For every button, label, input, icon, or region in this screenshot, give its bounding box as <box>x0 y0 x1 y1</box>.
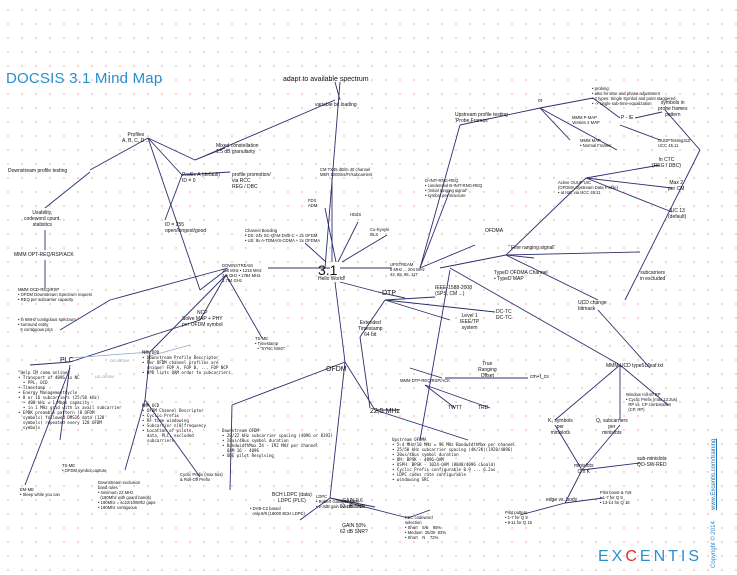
node-level-1: Level 1 IEEE/TP system <box>460 313 480 331</box>
node-ucd-change: UCD change bitmask <box>578 300 607 312</box>
node-upstream-profile-testing: Upstream profile testing 'Probe Frames' <box>455 112 508 124</box>
logo-text-post: ENTIS <box>639 548 703 565</box>
node-ieee-1588: IEEE-1588-2008 (SPS, CM ...) <box>435 285 472 297</box>
node-22-5-mhz: 22,5 MHz <box>370 408 400 415</box>
edge-label-us-ofdm: US-OFDM <box>95 374 114 379</box>
node-symbols-in-probe-frames: symbols in probe frames pattern <box>658 100 688 118</box>
node-ts-me: TS-ME • Timestamp • "SYNC MSG" <box>255 336 286 351</box>
node-ncp: NCP Solve MAP + PHY per OFDM symbol <box>182 310 223 328</box>
node-chirp: Cu-Kyoyle DLS <box>370 227 390 237</box>
node-active-ouup: Active OUUP UIC (OFDMA Upstream Data Pro… <box>558 180 619 195</box>
logo-text-pre: EX <box>598 548 626 565</box>
node-ofdma: OFDMA <box>485 228 504 234</box>
node-ts-me-capture: TS-ME • OFDM symbol capture <box>62 463 107 473</box>
node-adapt: adapt to available spectrum <box>283 76 369 83</box>
node-fdx: FDX ADM <box>308 198 318 208</box>
node-sub-minislots: sub-minislots QO-SW-RED <box>637 456 667 468</box>
node-plc-details: "Help CM come online" • Transport of 409… <box>18 370 122 430</box>
page-title: DOCSIS 3.1 Mind Map <box>6 70 163 87</box>
node-d-init: D-INIT-RNG-REQ • condensed B-INIT-RNG-RE… <box>425 178 483 198</box>
node-in-ctc: In CTC (REG / DBC) <box>652 157 681 169</box>
node-pilot-pattern: Pilot pattern • 1-7 for Q 8 • 8-11 for Q… <box>505 510 532 525</box>
node-gain-50: GAIN 50% 62 dB SNR? <box>340 523 368 535</box>
node-mmm-dpd: MMM DPD • Downstream Profile Descriptor … <box>142 350 231 375</box>
node-bch-ldpc: BCH LDPC (data) LDPC (PLC) <box>272 492 312 504</box>
node-p-ie: P - IE <box>621 115 634 121</box>
node-gain-0-6: GAIN 0.6 53 dB SNR <box>340 498 366 510</box>
node-trd: TRD <box>478 405 489 411</box>
node-ofdm: OFDM <box>326 366 347 373</box>
node-fec-codeword: FEC codeword selection • Short 5/6 85% •… <box>405 515 447 540</box>
node-profile-promotion: profile promotion/ via RCC REG / DBC <box>232 172 271 190</box>
node-mmm-opt: MMM OPT-REQ/RSP/ACK <box>14 252 74 258</box>
node-cyclic-prefix-ds: Cyclic Prefix (max 5us) & Roll-Off Prefi… <box>180 472 223 482</box>
node-dtp: DTP <box>382 290 396 297</box>
node-ds-exclusion: Downstream exclusion band rules • minimu… <box>98 480 156 510</box>
node-subcarriers-in-excluded: subcarriers in excluded <box>640 270 666 282</box>
node-true-ranging: True Ranging Offset <box>478 361 497 379</box>
node-upstream: UPSTREAM 5 MHz ... 204 MHz 42, 65, 85, 1… <box>390 262 425 277</box>
node-probing: • probing: • also for time and phase adj… <box>592 86 676 106</box>
excentis-logo: EXCENTIS <box>598 548 702 566</box>
center-node-subtitle: Hello World! <box>318 276 346 282</box>
node-ofdm-testing: OUDPTesting310 UCC 45.11 <box>658 138 691 148</box>
node-downstream-ofdm: Downstream OFDM • 20/22 kHz subcarrier s… <box>222 428 333 458</box>
copyright-text: Copyright © 2014 <box>711 521 717 568</box>
node-upstream-ofdma: Upstream OFDMA • 5.4 MHz/10 MHz = 96 MHz… <box>392 437 516 482</box>
node-hdds: HDdS <box>350 212 362 217</box>
node-ldpc: LDPC • Robert Gallager 1960 • 2-3dB gain… <box>316 494 365 509</box>
node-profile-a-default: Profile A (default) ID = 0 <box>182 172 221 184</box>
node-mmm-dtp: MMM DTP-REQ/RSP/ACK <box>400 378 451 383</box>
node-bch-details: • DVB-C2 based only 8/9 (16000 BCH LDPC) <box>250 506 305 516</box>
node-mmm-ucd: MMM UCD type51/leaf.txt <box>606 363 664 369</box>
node-downstream-profile-testing: Downstream profile testing <box>8 168 68 174</box>
node-profiles: Profiles A, B, C, D ... <box>122 132 150 144</box>
node-mmm-ocd-channel: MMM OCD • OFDM Channel Descriptor • Cycl… <box>142 403 207 443</box>
node-extended-timestamp: Extended Timestamp 64 bit <box>358 320 383 338</box>
node-twtt: TWTT <box>448 405 462 411</box>
node-minislots: minislots Q x K <box>574 463 594 475</box>
node-window-roll-off: Window roll-off RP • Cyclic Prefix (max … <box>626 392 678 412</box>
node-id-255: ID = 255 open/longest/good <box>165 222 207 234</box>
edge-center-adapt <box>324 81 341 269</box>
node-iuc-13: IUC 13 (default) <box>668 208 687 220</box>
node-q-subcarriers: Q₁ subcarriers per minislots <box>596 418 628 436</box>
node-cm-tofs: cm+t_cs <box>530 374 549 380</box>
node-usability: Usability, codeword count, statistics <box>24 210 61 228</box>
node-variable-bit-loading: variable bit loading <box>315 102 357 108</box>
website-link[interactable]: www.Excentis.com/training <box>711 438 717 510</box>
node-plc: PLC <box>60 357 74 364</box>
node-fine-ranging: " Fine ranging signal" <box>508 245 556 251</box>
node-dc-tc: DC-TC DC-TC <box>496 309 512 321</box>
node-or: or <box>538 98 543 104</box>
node-mixed-constellation: Mixed constellation 1.5 dB granularity <box>216 143 259 155</box>
node-k1-symbols: K₁ symbols per minislots <box>548 418 573 436</box>
edge-label-ds-ofdm: DS-OFDM <box>110 358 129 363</box>
node-cm-tx: CM TX45 dB/m 40 channel MER 1000ms/Fr/su… <box>320 167 373 177</box>
edge-center-ofdm <box>334 281 346 363</box>
center-node-label: 3.1 <box>318 262 338 278</box>
node-channel-bonding: Channel Bonding • DS: 24x SC-QAM DVB-C +… <box>245 228 321 243</box>
node-mmm-ocd: MMM OCD-REQ/RSP • OFDM Downstream Spectr… <box>18 287 92 302</box>
node-max-2-per-cm: Max 2 per CM <box>668 180 685 192</box>
node-in-6mhz: • in 6MHz contiguous spectrum • surround… <box>18 317 76 332</box>
node-mmm-p-map: MMM P-MAP Version 2 MAP <box>572 115 600 125</box>
node-downstream: DOWNSTREAM 108 MHz • 1218 MHz 2.5 GHz • … <box>222 263 262 283</box>
node-mmm-map: MMM MAP • Normal Frames <box>580 138 612 148</box>
node-typed-ofdma-channel: TypeD OFDMA Channel • TypeD MAP <box>494 270 548 282</box>
node-pilot-boost: Pilot boost & 7x8 • 1-7 for Q 8 • 13-14 … <box>600 490 632 505</box>
node-edge-vs-body: edge vs. body <box>546 497 578 503</box>
node-em-me: EM-ME • Sleep while you can <box>20 487 60 497</box>
logo-text-x: C <box>625 548 640 565</box>
